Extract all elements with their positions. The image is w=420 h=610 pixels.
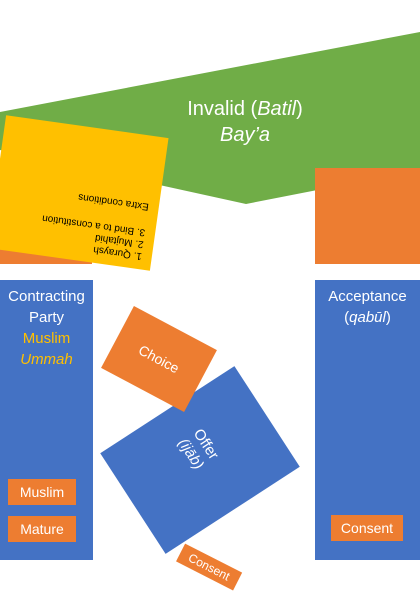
banner-subtitle: Bay’a bbox=[219, 124, 271, 146]
offer-consent-tag: Consent bbox=[176, 543, 243, 591]
acceptance-term: qabūl bbox=[349, 309, 386, 326]
party-label-line1: Contracting bbox=[8, 288, 85, 305]
offer-label-box: Offer (ijāb) bbox=[139, 394, 245, 512]
party-muslim-label: Muslim bbox=[22, 330, 71, 347]
extra-conditions-card: 1. Quraysh 2. Mujtahid 3. Bind to a cons… bbox=[0, 115, 169, 271]
party-ummah-label: Ummah bbox=[20, 351, 73, 368]
banner-title-main: Invalid ( bbox=[187, 98, 258, 120]
party-tag-muslim: Muslim bbox=[8, 479, 76, 505]
extra-conditions-heading: Extra conditions bbox=[77, 191, 150, 212]
acceptance-term-line: (qabūl) bbox=[315, 307, 420, 328]
acceptance-term-close: ) bbox=[385, 309, 391, 326]
banner-title-close: ) bbox=[296, 98, 303, 120]
party-label-line2: Party bbox=[28, 309, 64, 326]
acceptance-column: Acceptance (qabūl) bbox=[315, 280, 420, 560]
acceptance-top-tab bbox=[315, 168, 420, 264]
contracting-party-column: Contracting Party Muslim Ummah bbox=[0, 280, 93, 560]
acceptance-term-open: ( bbox=[344, 309, 350, 326]
banner-title: Invalid (Batil) Bay’a bbox=[150, 96, 340, 148]
acceptance-consent-tag: Consent bbox=[331, 515, 403, 541]
banner-title-term: Batil bbox=[257, 98, 297, 120]
offer-card: Offer (ijāb) Consent bbox=[100, 366, 300, 591]
acceptance-label: Acceptance bbox=[328, 288, 407, 305]
party-tag-mature: Mature bbox=[8, 516, 76, 542]
